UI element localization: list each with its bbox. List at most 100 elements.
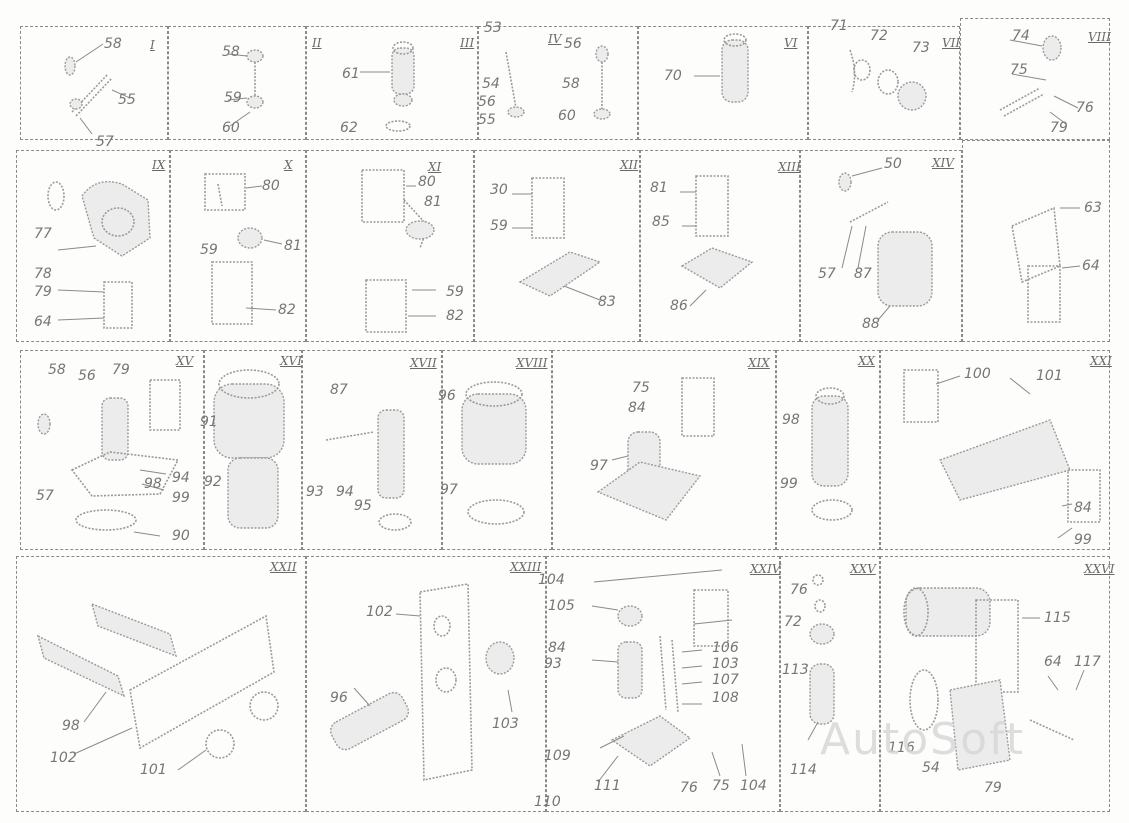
- part-number-label: 72: [784, 614, 802, 630]
- figure-panel: [20, 350, 204, 550]
- figure-panel: [800, 150, 962, 342]
- part-number-label: 82: [446, 308, 464, 324]
- part-number-label: 79: [112, 362, 130, 378]
- part-number-label: 59: [200, 242, 218, 258]
- part-number-label: 80: [418, 174, 436, 190]
- part-number-label: 54: [482, 76, 500, 92]
- part-body-IX: [47, 181, 151, 329]
- panel-roman-numeral: XV: [176, 354, 194, 368]
- part-number-label: 91: [200, 414, 218, 430]
- part-number-label: 111: [594, 778, 621, 794]
- part-number-label: 74: [1012, 28, 1030, 44]
- part-number-label: 81: [650, 180, 668, 196]
- panel-roman-numeral: XXI: [1090, 354, 1112, 368]
- part-number-label: 82: [278, 302, 296, 318]
- figure-panel: [168, 26, 306, 140]
- part-number-label: 117: [1074, 654, 1101, 670]
- figure-panel: [306, 150, 474, 342]
- figure-panel: [640, 150, 800, 342]
- part-number-label: 77: [34, 226, 52, 242]
- part-number-label: 59: [446, 284, 464, 300]
- figure-panel: [880, 556, 1110, 812]
- panel-roman-numeral: XVI: [280, 354, 302, 368]
- part-number-label: 88: [862, 316, 880, 332]
- panel-roman-numeral: III: [460, 36, 475, 50]
- figure-panel: [960, 18, 1110, 140]
- part-number-label: 103: [712, 656, 739, 672]
- part-number-label: 83: [598, 294, 616, 310]
- panel-roman-numeral: X: [284, 158, 293, 172]
- figure-panel: [638, 26, 808, 140]
- part-number-label: 84: [548, 640, 566, 656]
- figure-panel: [306, 26, 478, 140]
- part-number-label: 99: [1074, 532, 1092, 548]
- part-number-label: 60: [222, 120, 240, 136]
- part-plate-XIII: [680, 175, 754, 307]
- part-number-label: 94: [336, 484, 354, 500]
- part-number-label: 115: [1044, 610, 1071, 626]
- part-brackets-XXII: [36, 602, 279, 771]
- part-number-label: 54: [922, 760, 940, 776]
- panel-roman-numeral: IV: [548, 32, 562, 46]
- part-mount-XIX: [596, 377, 715, 521]
- part-number-label: 101: [1036, 368, 1063, 384]
- part-number-label: 102: [366, 604, 393, 620]
- part-number-label: 60: [558, 108, 576, 124]
- part-valve-III: [360, 41, 415, 132]
- part-number-label: 96: [438, 388, 456, 404]
- part-number-label: 84: [628, 400, 646, 416]
- panel-roman-numeral: I: [150, 38, 155, 52]
- part-number-label: 78: [34, 266, 52, 282]
- part-number-label: 104: [538, 572, 565, 588]
- part-number-label: 101: [140, 762, 167, 778]
- panel-roman-numeral: II: [312, 36, 322, 50]
- part-number-label: 76: [790, 582, 808, 598]
- part-number-label: 116: [888, 740, 915, 756]
- part-number-label: 75: [632, 380, 650, 396]
- panel-roman-numeral: XVIII: [516, 356, 548, 370]
- part-number-label: 97: [440, 482, 458, 498]
- part-number-label: 56: [78, 368, 96, 384]
- part-number-label: 93: [306, 484, 324, 500]
- figure-panel: [302, 350, 442, 550]
- panel-roman-numeral: XIX: [748, 356, 770, 370]
- part-rail-XXI: [903, 369, 1101, 539]
- part-number-label: 79: [984, 780, 1002, 796]
- part-number-label: 113: [782, 662, 809, 678]
- part-chain-VIII: [999, 35, 1079, 125]
- figure-panel: [20, 26, 168, 140]
- part-number-label: 58: [104, 36, 122, 52]
- panel-roman-numeral: XII: [620, 158, 639, 172]
- figure-panel: [478, 26, 638, 140]
- panel-roman-numeral: XXIII: [510, 560, 542, 574]
- watermark-text: AutoSoft: [820, 714, 1025, 765]
- part-number-label: 108: [712, 690, 739, 706]
- part-number-label: 79: [34, 284, 52, 300]
- part-number-label: 87: [330, 382, 348, 398]
- panel-roman-numeral: XXVI: [1084, 562, 1115, 576]
- part-number-label: 98: [62, 718, 80, 734]
- part-valve-XX: [811, 387, 853, 521]
- figure-panel: [776, 350, 880, 550]
- part-pump-XVI: [213, 369, 285, 529]
- part-housing-XV: [37, 379, 181, 537]
- part-number-label: 96: [330, 690, 348, 706]
- part-number-label: 85: [652, 214, 670, 230]
- part-number-label: 56: [564, 36, 582, 52]
- part-number-label: 79: [1050, 120, 1068, 136]
- part-number-label: 76: [1076, 100, 1094, 116]
- part-number-label: 97: [590, 458, 608, 474]
- part-number-label: 58: [222, 44, 240, 60]
- part-number-label: 58: [562, 76, 580, 92]
- part-number-label: 62: [340, 120, 358, 136]
- panel-roman-numeral: XX: [858, 354, 876, 368]
- figure-panel: [962, 140, 1110, 342]
- part-number-label: 99: [172, 490, 190, 506]
- figure-panel: [16, 150, 170, 342]
- part-number-label: 76: [680, 780, 698, 796]
- part-number-label: 84: [1074, 500, 1092, 516]
- part-number-label: 110: [534, 794, 561, 810]
- part-number-label: 56: [478, 94, 496, 110]
- part-fitting-VI: [694, 33, 749, 103]
